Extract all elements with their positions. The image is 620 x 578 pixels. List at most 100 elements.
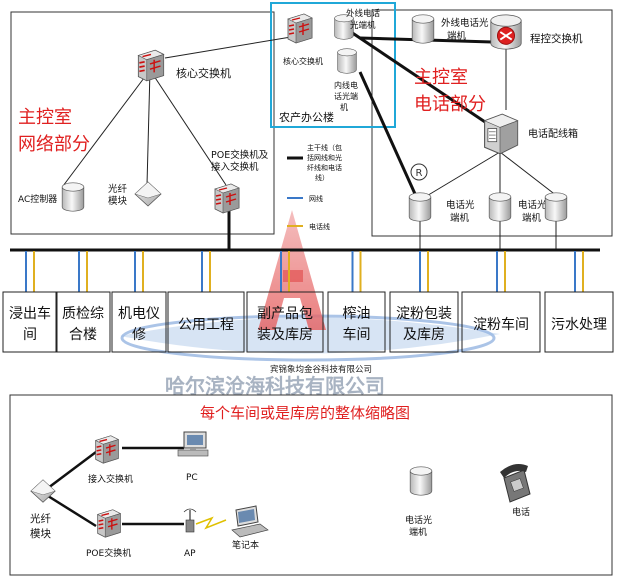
poe-switch-icon (214, 183, 240, 214)
laptop-label: 笔记本 (232, 539, 259, 551)
watermark-company-large: 哈尔滨沧海科技有限公司 (165, 374, 385, 398)
pbx-icon (489, 13, 523, 51)
access-switch-label: 接入交换机 (88, 473, 133, 485)
building-label: 质检综 (62, 306, 104, 322)
phone-fiber-right-icon (544, 192, 568, 222)
distribution-box-icon (484, 113, 519, 155)
main-network-links (62, 35, 298, 187)
legend-trunk-4: 线） (315, 173, 329, 182)
ap-label: AP (184, 549, 196, 559)
office-int-fiber-label-2: 话光端 (334, 91, 358, 101)
ac-controller-label: AC控制器 (18, 193, 57, 205)
pc-icon (177, 431, 209, 457)
office-ext-fiber-label-2: 光端机 (350, 20, 376, 31)
legend-network-cable: 网线 (309, 194, 323, 203)
building-box (55, 291, 111, 353)
office-core-switch-icon (287, 13, 313, 44)
main-network-title-1: 主控室 (18, 107, 72, 128)
workshop-fiber-label-2: 模块 (30, 528, 51, 540)
phone-ext-fiber-label-2: 端机 (447, 30, 467, 42)
phone-ext-fiber-label-1: 外线电话光 (441, 17, 489, 29)
pbx-label: 程控交换机 (530, 32, 583, 45)
building-box (389, 291, 459, 353)
main-phone-title-1: 主控室 (414, 67, 468, 88)
watermark-company-small: 宾锦象均金谷科技有限公司 (270, 364, 372, 375)
workshop-links (47, 446, 184, 528)
phone-fiber-left-icon (408, 192, 432, 222)
building-label: 间 (23, 327, 37, 343)
building-label: 浸出车 (9, 305, 51, 322)
farm-office-frame (270, 2, 396, 128)
workshop-frame (9, 394, 613, 576)
fiber-module-label-1: 光纤 (108, 183, 128, 195)
registered-mark-icon (410, 163, 428, 181)
office-int-fiber-label-1: 内线电 (334, 80, 358, 90)
telephone-icon (500, 464, 531, 503)
building-box (327, 291, 386, 353)
phone-ext-fiber-icon (411, 14, 435, 44)
registered-mark-text: R (416, 168, 423, 179)
phone-label: 电话 (512, 506, 530, 518)
building-box (2, 291, 58, 353)
building-box (111, 291, 167, 353)
building-label: 淀粉包装 (396, 306, 452, 322)
workshop-phone-fiber-label-1: 电话光 (405, 514, 432, 526)
workshop-poe-switch-label: POE交换机 (86, 547, 131, 559)
building-label: 装及库房 (257, 327, 313, 343)
main-network-frame (10, 11, 275, 235)
building-box (461, 291, 541, 353)
building-label: 公用工程 (178, 317, 234, 333)
workshop-phone-fiber-icon (409, 466, 433, 496)
main-network-title-2: 网络部分 (18, 134, 90, 155)
building-label: 榨油 (343, 305, 371, 322)
legend-phone-cable: 电话线 (309, 222, 330, 231)
pc-label: PC (186, 473, 198, 483)
distribution-box-label: 电话配线箱 (528, 127, 578, 140)
watermark-logo (120, 210, 500, 362)
building-label: 修 (132, 327, 146, 343)
phone-links (419, 46, 558, 250)
workshop-phone-fiber-label-2: 端机 (409, 526, 427, 538)
legend: 主干线（包 括网线和光 纤线和电话 线） 网线 电话线 (287, 143, 342, 231)
building-drop-lines (25, 251, 584, 292)
ac-controller-icon (61, 182, 85, 212)
phone-fiber-left-label-1: 电话光 (446, 199, 475, 211)
workshop-fiber-label-1: 光纤 (30, 512, 51, 525)
workshop-title: 每个车间或是库房的整体缩略图 (200, 404, 410, 422)
phone-fiber-right-label-2: 端机 (522, 212, 542, 224)
phone-fiber-mid-icon (488, 192, 512, 222)
legend-trunk-3: 纤线和电话 (307, 163, 342, 172)
access-switch-icon (94, 434, 120, 464)
farm-office-label: 农产办公楼 (279, 110, 334, 124)
workshop-poe-switch-icon (96, 508, 122, 538)
building-box (544, 291, 614, 353)
office-core-switch-label: 核心交换机 (283, 56, 323, 66)
legend-trunk-2: 括网线和光 (307, 153, 342, 162)
fiber-module-icon (134, 181, 162, 207)
building-label: 车间 (343, 326, 371, 343)
phone-fiber-left-label-2: 端机 (450, 212, 470, 224)
wireless-signal (195, 516, 227, 530)
building-box (246, 291, 324, 353)
building-box (167, 291, 245, 353)
poe-switch-label-2: 接入交换机 (211, 161, 259, 173)
legend-trunk-1: 主干线（包 (307, 143, 342, 152)
main-phone-frame (371, 9, 613, 237)
building-label: 机电仪 (118, 306, 160, 322)
poe-switch-label-1: POE交换机及 (211, 149, 269, 161)
building-label: 淀粉车间 (473, 316, 529, 333)
laptop-icon (231, 505, 269, 538)
building-label: 合楼 (69, 327, 97, 343)
core-switch-icon (137, 49, 165, 82)
office-ext-fiber-label-1: 外线电话 (346, 8, 381, 19)
core-switch-label: 核心交换机 (176, 66, 231, 80)
building-label: 副产品包 (257, 306, 313, 322)
building-label: 污水处理 (551, 317, 607, 333)
wifi-ap-icon (183, 508, 197, 533)
office-int-fiber-label-3: 机 (340, 102, 348, 112)
phone-fiber-right-label-1: 电话光 (518, 199, 547, 211)
building-label: 及库房 (403, 327, 445, 343)
